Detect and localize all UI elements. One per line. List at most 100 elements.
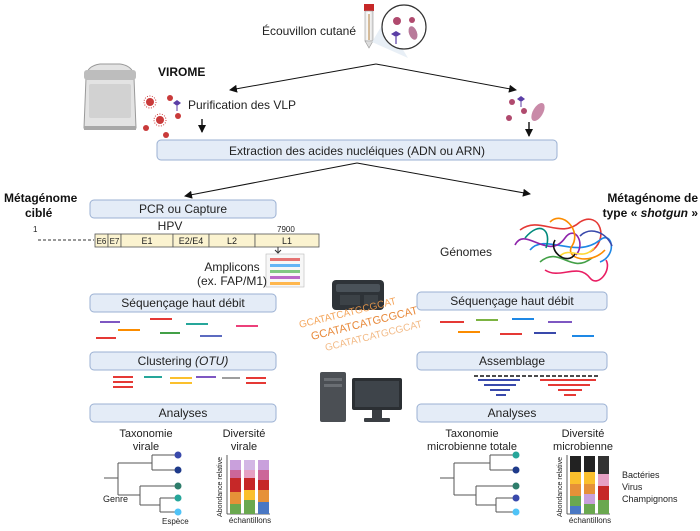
left-reads-icon — [96, 318, 258, 339]
genomes-label: Génomes — [440, 245, 492, 259]
assembly-contigs-icon — [474, 375, 600, 396]
shotgun-title-line1: Métagénome de — [607, 191, 698, 205]
left-div-line1: Diversité — [223, 428, 266, 440]
bar-segment — [584, 494, 595, 504]
bar-segment — [570, 506, 581, 514]
bar-segment — [244, 500, 255, 514]
targeted-title-line1: Métagénome — [4, 191, 78, 205]
vlp-virus-icons — [143, 95, 181, 138]
pcr-label: PCR ou Capture — [139, 202, 227, 216]
bar-segment — [584, 484, 595, 494]
bar-segment — [584, 504, 595, 514]
right-y-axis-label: Abondance relative — [557, 457, 564, 517]
hpv-title: HPV — [158, 219, 183, 233]
bar-segment — [230, 478, 241, 492]
right-x-axis-label: échantillons — [569, 516, 611, 525]
hpv-segment-e6: E6 — [94, 233, 109, 248]
bar-segment — [244, 490, 255, 500]
bar-segment — [244, 478, 255, 490]
clustering-label: Clustering (OTU) — [138, 354, 229, 368]
swab-label: Écouvillon cutané — [262, 23, 356, 38]
left-analyses-label: Analyses — [159, 406, 208, 420]
left-sequencing-label: Séquençage haut débit — [121, 296, 245, 310]
svg-text:E7: E7 — [110, 237, 120, 246]
legend-bacteria: Bactéries — [622, 470, 660, 480]
bar-segment — [584, 472, 595, 484]
sequencer-icon — [332, 280, 384, 310]
hpv-segment-l1: L1 — [254, 233, 320, 248]
hpv-segment-e2-e4: E2/E4 — [172, 233, 210, 248]
bar-segment — [244, 470, 255, 478]
right-div-line2: microbienne — [553, 441, 613, 453]
mixed-microbes-icon — [506, 96, 545, 122]
amplicons-example: (ex. FAP/M1) — [197, 274, 267, 288]
bar-segment — [230, 492, 241, 504]
left-analyses-box — [89, 403, 277, 423]
extraction-box — [156, 139, 558, 161]
left-tax-line2: virale — [133, 441, 159, 453]
clustering-box — [89, 351, 277, 371]
branch-arrow-shotgun — [356, 162, 531, 197]
right-sequencing-label: Séquençage haut débit — [450, 294, 574, 308]
pcr-box — [89, 199, 277, 219]
bar-segment — [258, 480, 269, 490]
dna-sequence-text: GCATATCATGCGCAT GCATATCATGCGCAT GCATATCA… — [298, 296, 423, 354]
bar-segment — [244, 460, 255, 470]
bar-segment — [570, 484, 581, 496]
legend-fungi: Champignons — [622, 494, 678, 504]
left-div-line2: virale — [231, 441, 257, 453]
bar-segment — [598, 486, 609, 500]
branch-arrow-right — [375, 63, 517, 93]
shotgun-title-line2: type « shotgun » — [603, 206, 699, 220]
legend-virus: Virus — [622, 482, 643, 492]
left-tax-line1: Taxonomie — [119, 428, 172, 440]
svg-text:E1: E1 — [141, 236, 152, 246]
assembly-box — [416, 351, 608, 371]
right-sequencing-box — [416, 291, 608, 311]
bar-segment — [230, 460, 241, 470]
left-sequencing-box — [89, 293, 277, 313]
left-x-axis-label: échantillons — [229, 516, 271, 525]
bar-segment — [230, 470, 241, 478]
svg-text:E2/E4: E2/E4 — [179, 236, 204, 246]
genus-label: Genre — [103, 494, 128, 504]
hpv-segment-e1: E1 — [120, 233, 174, 248]
genome-tangle-icon — [514, 217, 613, 282]
bar-segment — [598, 500, 609, 514]
genome-end: 7900 — [277, 225, 295, 234]
right-div-line1: Diversité — [562, 428, 605, 440]
bar-segment — [584, 456, 595, 472]
bar-segment — [230, 504, 241, 514]
otu-clusters-icon — [113, 376, 266, 388]
right-reads-icon — [440, 318, 594, 337]
bar-segment — [598, 474, 609, 486]
bar-segment — [258, 470, 269, 480]
bar-segment — [258, 460, 269, 470]
amplicon-stack-icon — [265, 247, 305, 288]
targeted-title-line2: ciblé — [25, 206, 53, 220]
bar-segment — [570, 456, 581, 472]
svg-text:L2: L2 — [227, 236, 237, 246]
right-phylo-tree — [440, 451, 520, 516]
branch-arrow-targeted — [184, 162, 358, 199]
hpv-segment-l2: L2 — [208, 233, 256, 248]
genome-start: 1 — [33, 225, 38, 234]
amplicons-label: Amplicons — [204, 260, 259, 274]
branch-arrow-left — [229, 63, 377, 93]
species-label: Espèce — [162, 517, 189, 526]
svg-text:E6: E6 — [97, 237, 107, 246]
bar-segment — [570, 496, 581, 506]
bar-segment — [570, 472, 581, 484]
assembly-label: Assemblage — [479, 354, 545, 368]
right-stacked-bars — [570, 456, 609, 514]
virome-title: VIROME — [158, 65, 205, 79]
left-stacked-bars — [230, 460, 269, 514]
swab-tube-icon — [364, 4, 374, 49]
svg-text:L1: L1 — [282, 236, 292, 246]
right-analyses-box — [416, 403, 608, 423]
vlp-purification-label: Purification des VLP — [188, 98, 296, 112]
left-y-axis-label: Abondance relative — [217, 457, 224, 517]
